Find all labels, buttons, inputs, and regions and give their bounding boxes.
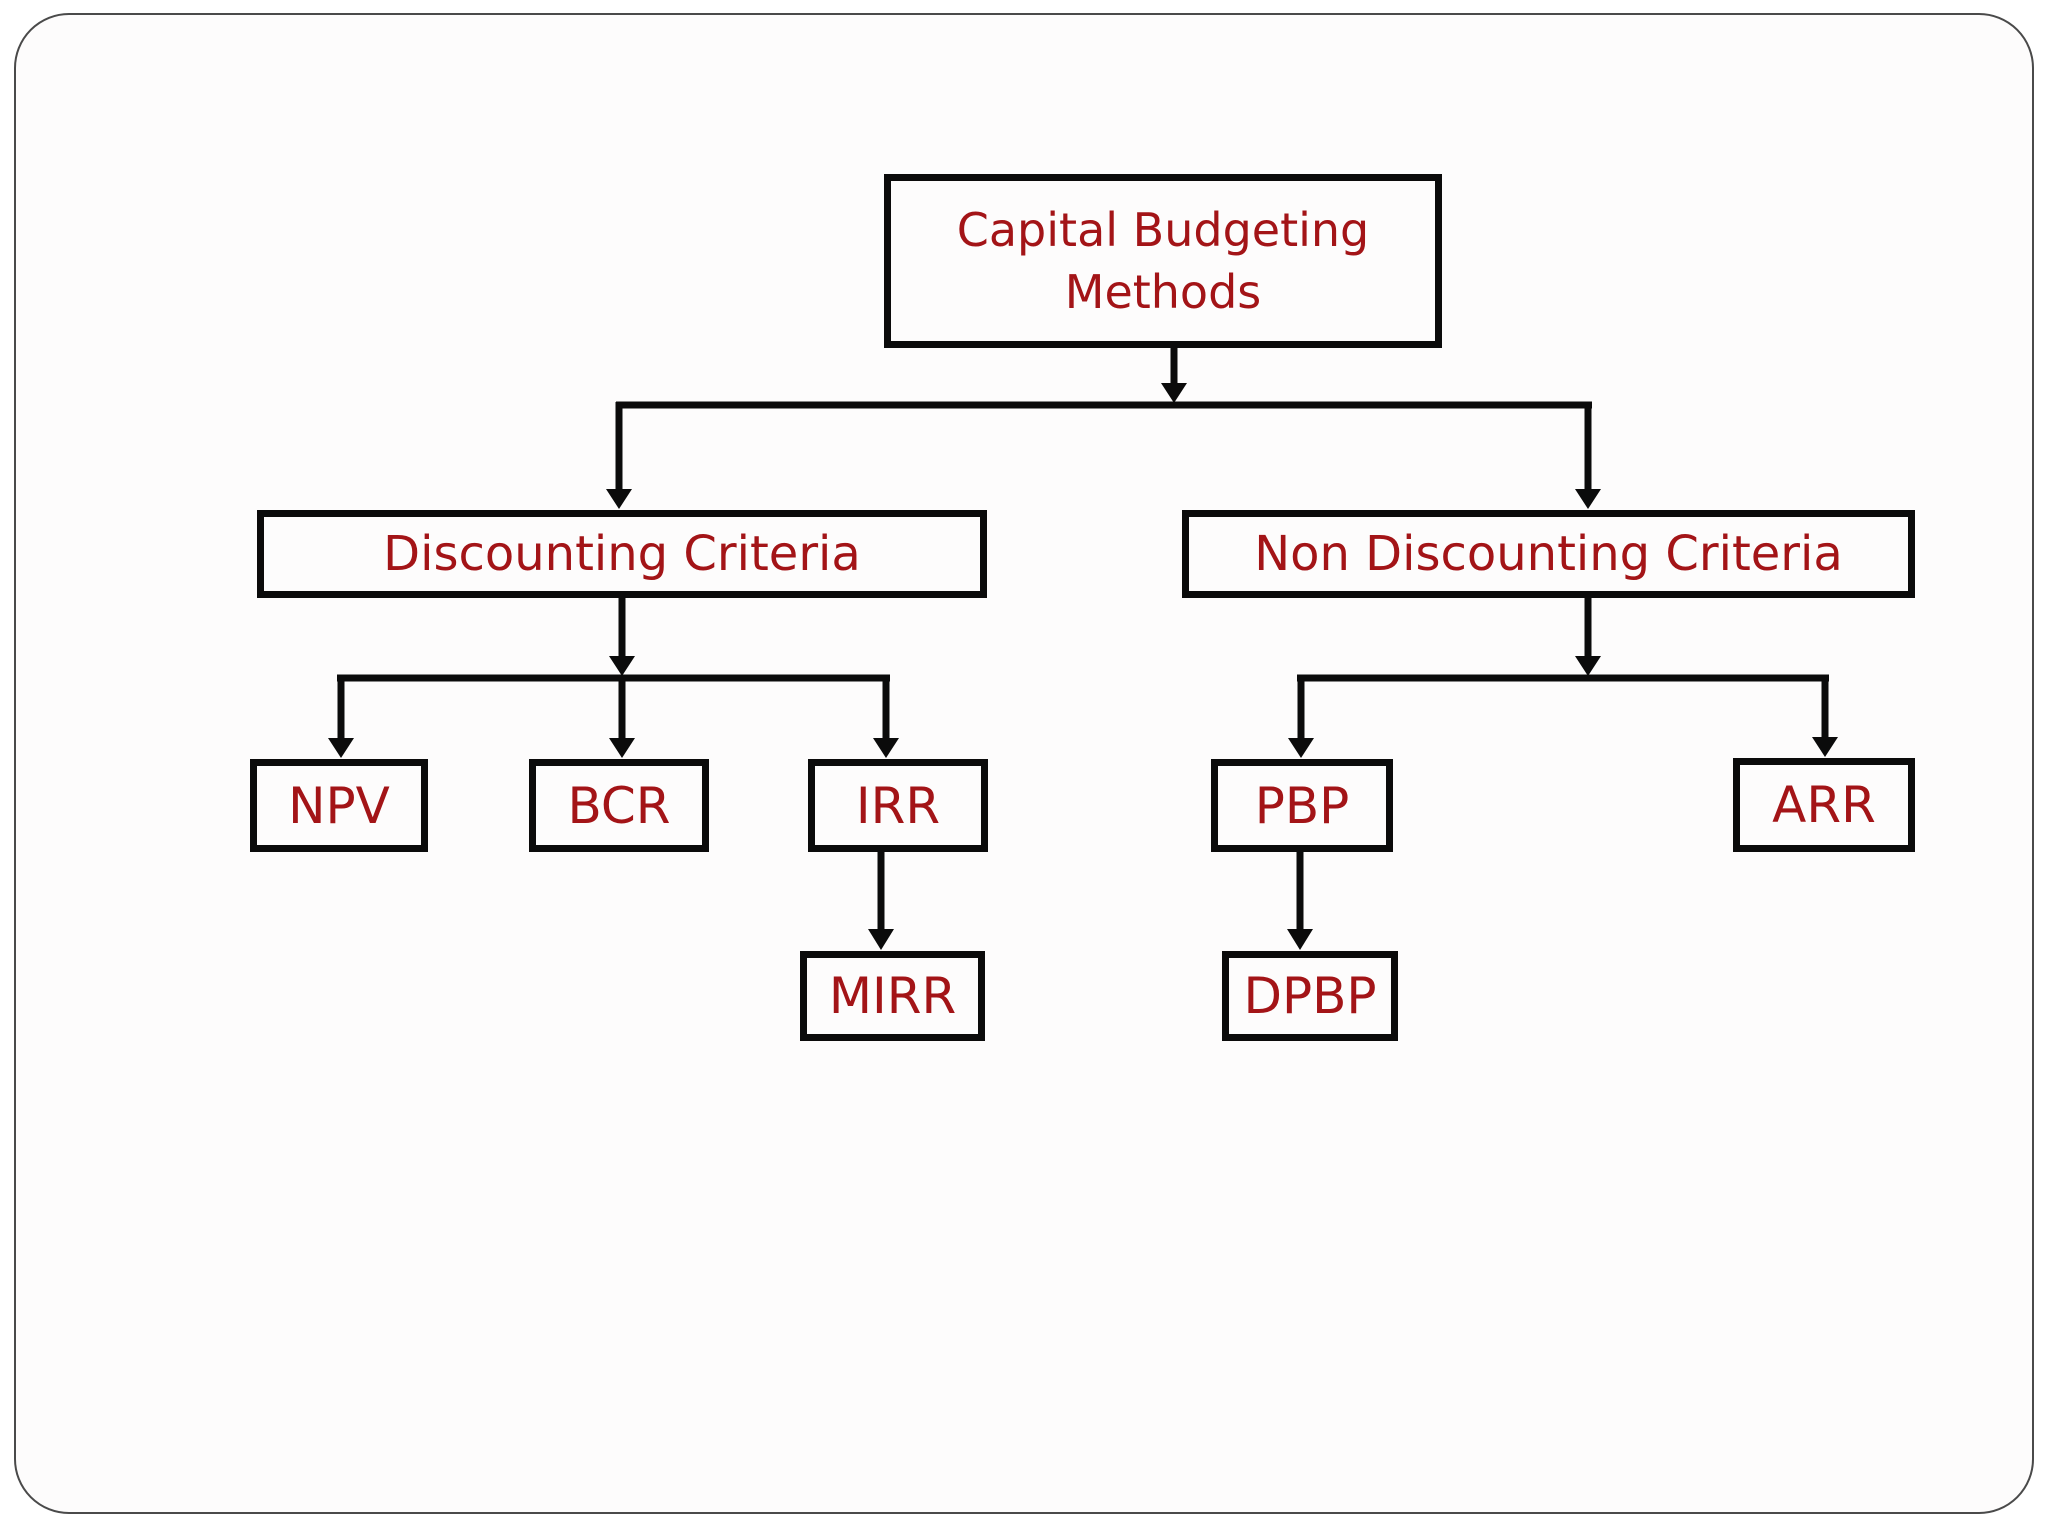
node-dpbp: DPBP [1222, 951, 1398, 1041]
node-label: DPBP [1243, 967, 1377, 1025]
node-label: PBP [1254, 776, 1350, 835]
node-label: MIRR [828, 967, 957, 1025]
node-irr: IRR [808, 759, 988, 852]
node-mirr: MIRR [800, 951, 985, 1041]
node-label: BCR [567, 776, 671, 835]
node-label: IRR [855, 776, 941, 835]
node-label: Non Discounting Criteria [1254, 526, 1843, 582]
node-label: Discounting Criteria [383, 526, 861, 582]
node-discounting-criteria: Discounting Criteria [257, 510, 987, 598]
node-label: NPV [288, 776, 390, 835]
node-bcr: BCR [529, 759, 709, 852]
node-capital-budgeting-methods: Capital Budgeting Methods [884, 174, 1442, 348]
node-label: ARR [1772, 776, 1876, 834]
node-npv: NPV [250, 759, 428, 852]
node-label: Capital Budgeting Methods [956, 203, 1370, 319]
node-non-discounting-criteria: Non Discounting Criteria [1182, 510, 1915, 598]
node-pbp: PBP [1211, 759, 1393, 852]
node-arr: ARR [1733, 758, 1915, 852]
